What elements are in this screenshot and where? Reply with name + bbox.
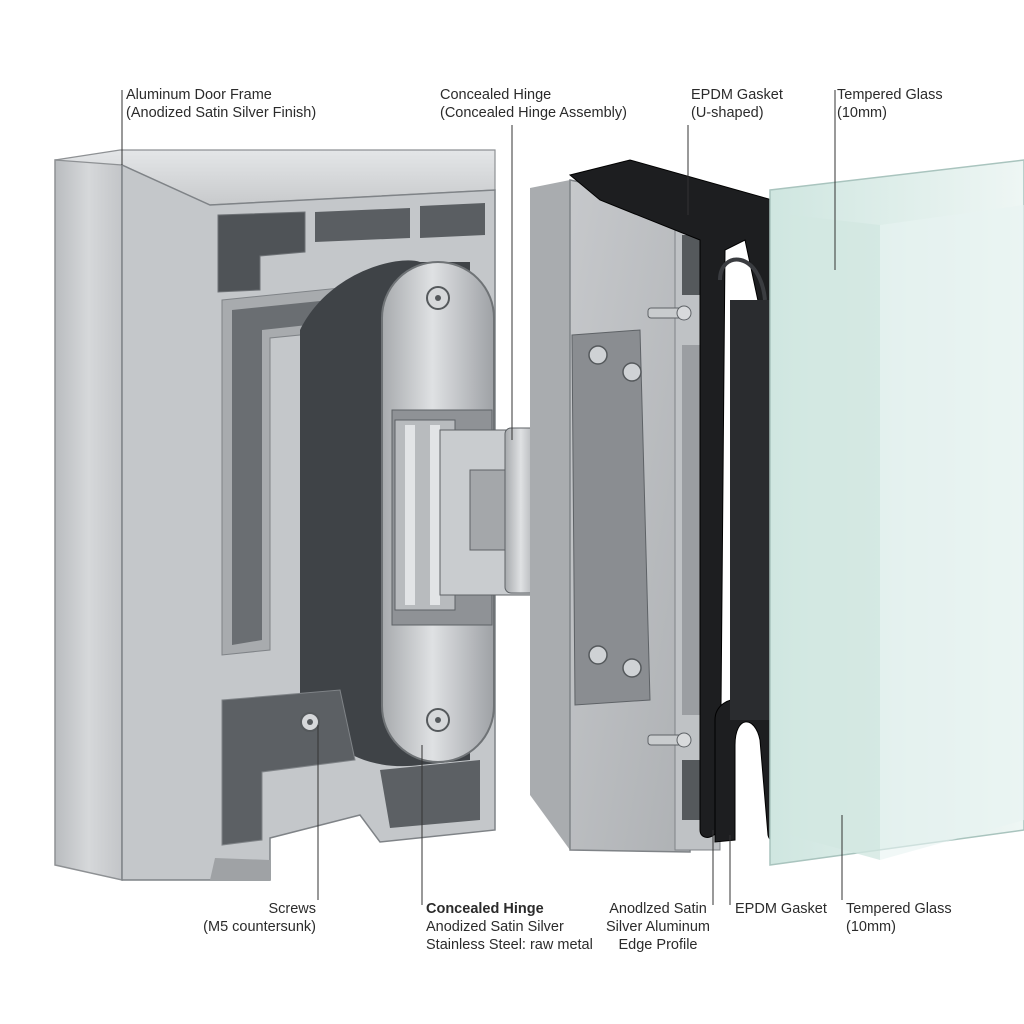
label-tempered-glass-top: Tempered Glass (10mm) [837,86,943,122]
label-line: Concealed Hinge [426,901,544,917]
label-line: (U-shaped) [691,105,764,121]
label-screws: Screws (M5 countersunk) [180,900,316,936]
label-edge-profile: Anodlzed Satin Silver Aluminum Edge Prof… [596,900,720,954]
label-tempered-glass-bottom: Tempered Glass (10mm) [846,900,952,936]
leader-lines [121,90,843,905]
tempered-glass-panel [769,159,1024,866]
label-line: EPDM Gasket [735,901,827,917]
edge-screw-top [647,305,692,321]
label-line: Anodized Satin Silver [426,919,564,935]
aluminum-edge-profile [530,179,721,853]
label-line: Tempered Glass [846,901,952,917]
edge-screw-bottom [647,732,692,748]
label-line: Silver Aluminum [606,919,710,935]
label-line: (Anodized Satin Silver Finish) [126,105,317,121]
label-epdm-gasket-bottom: EPDM Gasket [735,900,827,918]
label-concealed-hinge-bottom: Concealed Hinge Anodized Satin Silver St… [426,900,593,954]
label-line: Stainless Steel: raw metal [426,937,593,953]
label-line: Tempered Glass [837,87,943,103]
label-concealed-hinge-top: Concealed Hinge (Concealed Hinge Assembl… [440,86,627,122]
label-line: Anodlzed Satin [609,901,707,917]
label-line: (Concealed Hinge Assembly) [440,105,627,121]
label-line: (10mm) [846,919,896,935]
label-line: (10mm) [837,105,887,121]
label-line: (M5 countersunk) [203,919,316,935]
label-aluminum-door-frame: Aluminum Door Frame (Anodized Satin Silv… [126,86,316,122]
label-epdm-gasket-top: EPDM Gasket (U-shaped) [691,86,783,122]
frame-screw [300,712,320,732]
label-line: Concealed Hinge [440,87,552,103]
label-line: Aluminum Door Frame [126,87,272,103]
label-line: Edge Profile [618,937,698,953]
epdm-gasket [568,159,791,843]
label-line: EPDM Gasket [691,87,783,103]
label-line: Screws [268,901,316,917]
